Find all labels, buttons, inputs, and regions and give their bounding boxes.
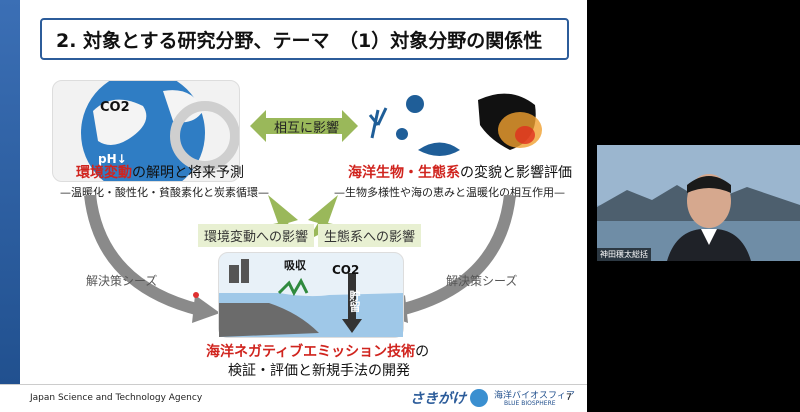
absorb-label: 吸収 (284, 259, 306, 272)
solution-label-right: 解決策シーズ (446, 274, 518, 288)
marine-life-illustration (368, 93, 542, 156)
presentation-slide: 2. 対象とする研究分野、テーマ （1）対象分野の関係性 CO2 pH↓ 環境変… (0, 0, 587, 412)
marine-heading-highlight: 海洋生物・生態系 (348, 165, 460, 181)
ph-label: pH↓ (98, 152, 127, 166)
pointer-dot (193, 292, 199, 298)
negative-emission-rest: の (415, 344, 430, 360)
environment-subtext: —温暖化・酸性化・貧酸素化と炭素循環— (60, 186, 269, 199)
environment-heading: 環境変動の解明と将来予測 (76, 162, 244, 182)
video-background (597, 145, 800, 261)
mutual-influence-label: 相互に影響 (274, 121, 340, 136)
environment-panel (52, 71, 240, 195)
negative-emission-subheading: 検証・評価と新規手法の開発 (228, 363, 410, 379)
environment-heading-highlight: 環境変動 (76, 165, 132, 181)
agency-name: Japan Science and Technology Agency (30, 393, 203, 403)
page-number: 7 (566, 393, 572, 403)
slide-title-box: 2. 対象とする研究分野、テーマ （1）対象分野の関係性 (40, 18, 569, 60)
blue-biosphere-logo: 海洋バイオスフィア (494, 391, 575, 401)
sakigake-logo: さきがけ (410, 391, 466, 407)
solution-label-left: 解決策シーズ (86, 274, 158, 288)
co2-label-left: CO2 (100, 100, 130, 115)
negative-emission-heading: 海洋ネガティブエミッション技術の (206, 341, 429, 361)
store-label: 貯留 (348, 290, 361, 312)
co2-label-bottom: CO2 (332, 263, 360, 277)
environment-influence-label: 環境変動への影響 (198, 224, 315, 247)
marine-heading: 海洋生物・生態系の変貌と影響評価 (348, 162, 572, 182)
participant-video[interactable]: 神田穣太総括 (597, 145, 800, 261)
negative-emission-highlight: 海洋ネガティブエミッション技術 (206, 344, 416, 360)
environment-heading-rest: の解明と将来予測 (132, 165, 244, 181)
slide-sidebar-accent (0, 0, 20, 412)
slide-title: 2. 対象とする研究分野、テーマ （1）対象分野の関係性 (56, 30, 543, 52)
blue-biosphere-icon (470, 389, 488, 407)
marine-heading-rest: の変貌と影響評価 (460, 165, 572, 181)
slide-footer: Japan Science and Technology Agency さきがけ… (0, 384, 587, 412)
participant-name: 神田穣太総括 (597, 248, 651, 261)
globe-illustration (81, 71, 240, 195)
blue-biosphere-sub: BLUE BIOSPHERE (504, 400, 556, 407)
carbon-storage-illustration (219, 259, 403, 337)
carbon-storage-panel (218, 252, 404, 338)
marine-life-panel (360, 80, 546, 180)
ecosystem-influence-label: 生態系への影響 (318, 224, 422, 247)
mutual-influence-arrow (250, 110, 358, 142)
